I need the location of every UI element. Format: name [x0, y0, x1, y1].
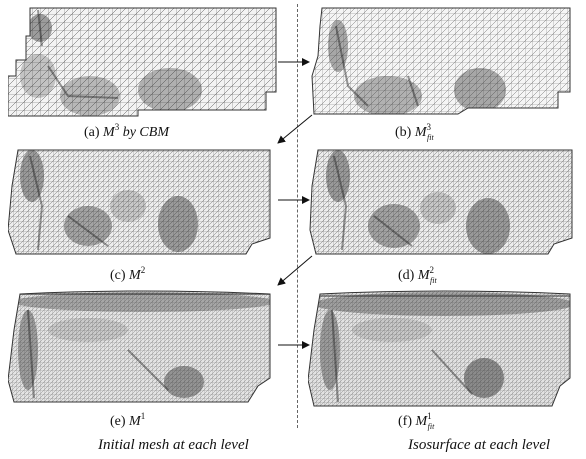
arrow-d-to-e: [278, 256, 312, 285]
arrow-b-to-c: [278, 115, 312, 143]
